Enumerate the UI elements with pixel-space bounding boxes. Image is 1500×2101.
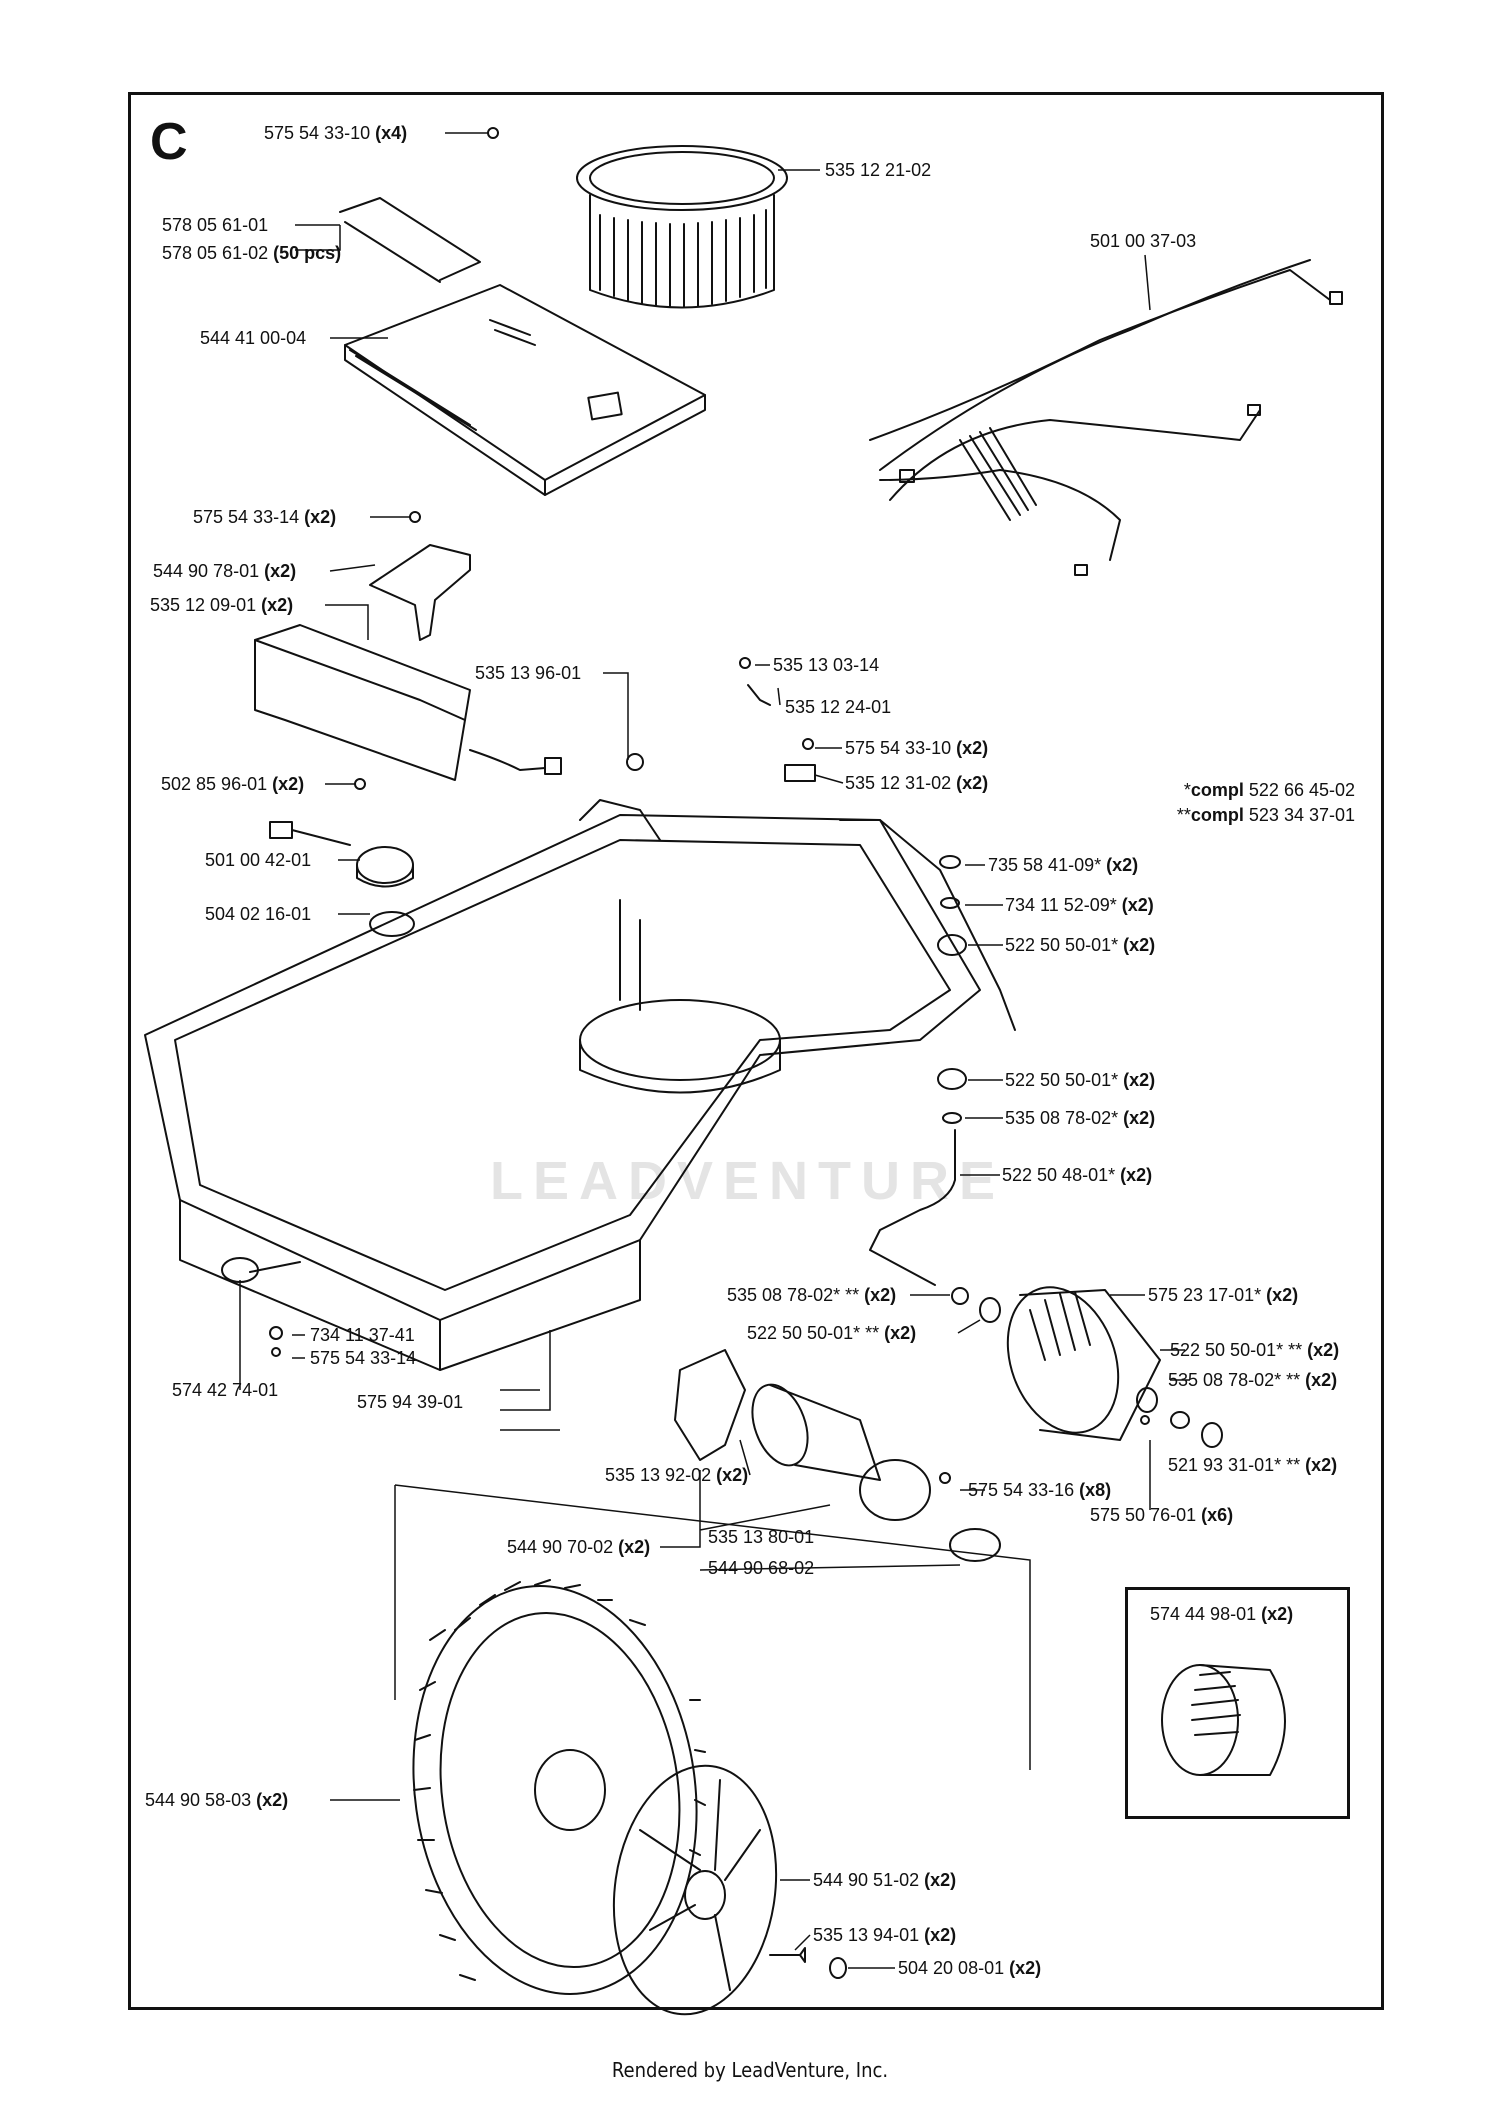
rod-part xyxy=(869,1129,956,1286)
label-p20: 522 50 50-01* (x2) xyxy=(1005,935,1156,955)
label-p36: 575 50 76-01 (x6) xyxy=(1090,1505,1234,1525)
label-p39: 544 90 68-02 xyxy=(708,1558,815,1578)
bearing-stack xyxy=(937,855,967,1124)
label-p28: 535 08 78-02* ** (x2) xyxy=(1168,1370,1338,1390)
chassis-part xyxy=(144,799,1016,1371)
footer-credit: Rendered by LeadVenture, Inc. xyxy=(611,2058,889,2082)
gasket-part xyxy=(674,1349,746,1461)
drum-part xyxy=(576,145,788,309)
label-p7: 575 54 33-14 (x2) xyxy=(193,507,337,527)
label-p4: 578 05 61-02 (50 pcs) xyxy=(162,243,342,263)
section-letter: C xyxy=(150,113,188,171)
screw-part xyxy=(769,1947,806,1963)
label-p42: 544 90 51-02 (x2) xyxy=(813,1870,957,1890)
label-p6: 544 41 00-04 xyxy=(200,328,307,348)
label-p10: 535 13 96-01 xyxy=(475,663,582,683)
label-p34: 535 13 92-02 (x2) xyxy=(605,1465,749,1485)
diagram-frame xyxy=(128,92,1384,2010)
cap-part xyxy=(829,1957,847,1979)
speaker-part xyxy=(269,821,414,888)
label-p30: 575 54 33-14 xyxy=(310,1348,417,1368)
front-wheel-part xyxy=(1006,1286,1161,1441)
label-p27: 522 50 50-01* ** (x2) xyxy=(1170,1340,1340,1360)
label-p29: 734 11 37-41 xyxy=(310,1325,415,1345)
label-p33: 521 93 31-01* ** (x2) xyxy=(1168,1455,1338,1475)
inset-box xyxy=(1125,1587,1350,1819)
label-p23: 522 50 48-01* (x2) xyxy=(1002,1165,1153,1185)
compl-note-double: **compl 523 34 37-01 xyxy=(1176,805,1355,825)
label-p38: 535 13 80-01 xyxy=(708,1527,815,1547)
motor-part xyxy=(751,1383,931,1521)
label-p22: 535 08 78-02* (x2) xyxy=(1005,1108,1156,1128)
label-p14: 535 12 31-02 (x2) xyxy=(845,773,989,793)
label-p32: 575 94 39-01 xyxy=(357,1392,464,1412)
label-p19: 734 11 52-09* (x2) xyxy=(1005,895,1154,915)
label-p15: 502 85 96-01 (x2) xyxy=(161,774,305,794)
battery-part xyxy=(254,624,562,781)
tire-sleeve-part xyxy=(1161,1664,1286,1776)
gearbox-part xyxy=(949,1528,1001,1562)
o-ring-part xyxy=(369,911,415,937)
wiring-harness-part xyxy=(869,259,1343,576)
label-p26: 522 50 50-01* ** (x2) xyxy=(747,1323,917,1343)
compl-note-single: *compl 522 66 45-02 xyxy=(1183,780,1355,800)
label-p1: 575 54 33-10 (x4) xyxy=(264,123,408,143)
bracket-part xyxy=(369,544,471,641)
label-p25: 575 23 17-01* (x2) xyxy=(1148,1285,1299,1305)
label-p3: 578 05 61-01 xyxy=(162,215,269,235)
label-p44: 504 20 08-01 (x2) xyxy=(898,1958,1042,1978)
label-p35: 575 54 33-16 (x8) xyxy=(968,1480,1112,1500)
label-p18: 735 58 41-09* (x2) xyxy=(988,855,1139,875)
label-p31: 574 42 74-01 xyxy=(172,1380,279,1400)
label-p21: 522 50 50-01* (x2) xyxy=(1005,1070,1156,1090)
label-p16: 501 00 42-01 xyxy=(205,850,312,870)
label-p17: 504 02 16-01 xyxy=(205,904,312,924)
label-p12: 535 12 24-01 xyxy=(785,697,892,717)
label-p9: 535 12 09-01 (x2) xyxy=(150,595,294,615)
label-p24: 535 08 78-02* ** (x2) xyxy=(727,1285,897,1305)
clip-part xyxy=(339,197,481,283)
hubcap-part xyxy=(612,1764,778,2016)
label-p43: 535 13 94-01 (x2) xyxy=(813,1925,957,1945)
label-p13: 575 54 33-10 (x2) xyxy=(845,738,989,758)
label-p41: 544 90 58-03 (x2) xyxy=(145,1790,289,1810)
circuit-board-part xyxy=(344,284,706,496)
watermark: LEADVENTURE xyxy=(490,1151,1006,1211)
label-p8: 544 90 78-01 (x2) xyxy=(153,561,297,581)
label-p37: 544 90 70-02 (x2) xyxy=(507,1537,651,1557)
drive-wheel-part xyxy=(412,1579,706,1995)
label-p2: 535 12 21-02 xyxy=(825,160,932,180)
label-p40: 574 44 98-01 (x2) xyxy=(1150,1604,1294,1624)
label-p5: 501 00 37-03 xyxy=(1090,231,1197,251)
label-p11: 535 13 03-14 xyxy=(773,655,880,675)
